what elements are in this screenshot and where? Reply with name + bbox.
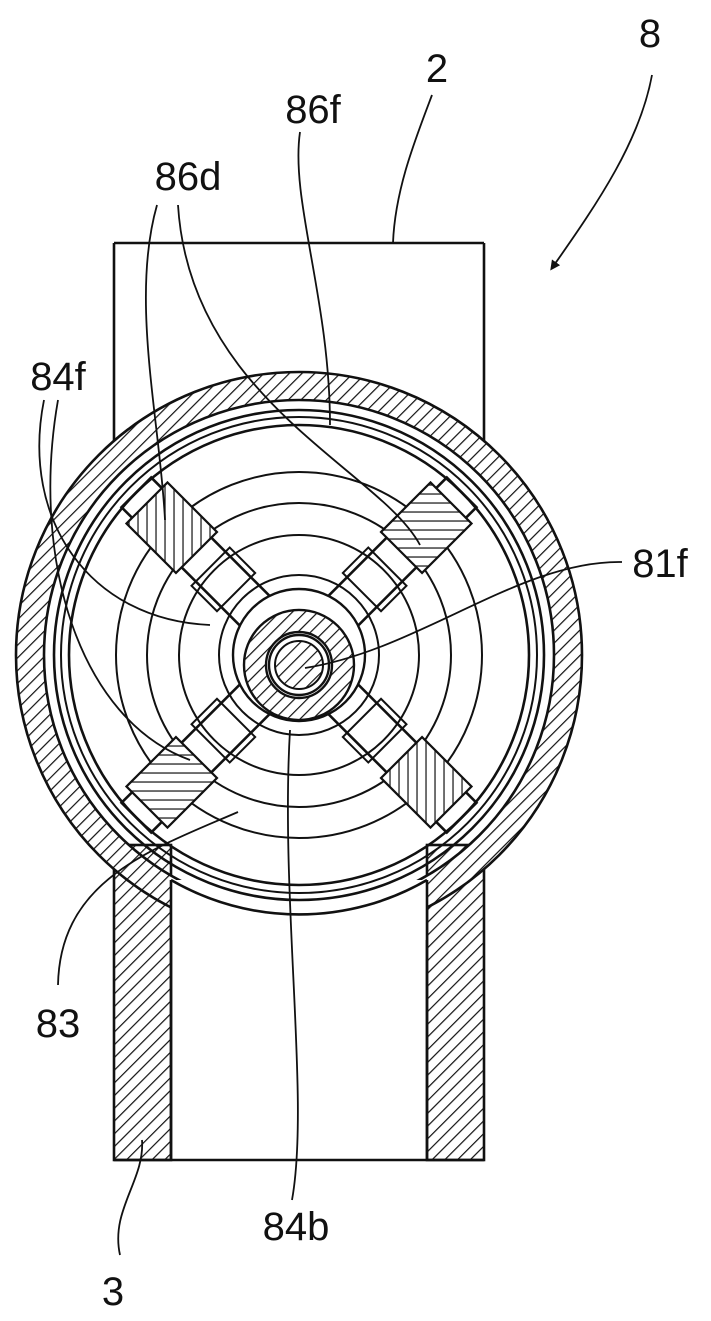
label-upper-pipe: 2 bbox=[426, 47, 448, 91]
rotor-rings bbox=[52, 408, 546, 902]
label-86f: 86f bbox=[285, 88, 341, 132]
housing-ring bbox=[14, 370, 584, 1160]
hub bbox=[231, 587, 367, 723]
upper-pipe bbox=[112, 241, 486, 468]
label-86d: 86d bbox=[155, 155, 222, 199]
label-81f: 81f bbox=[632, 542, 688, 586]
label-device: 8 bbox=[639, 12, 661, 56]
label-lower-pipe: 3 bbox=[102, 1270, 124, 1314]
label-84f: 84f bbox=[30, 355, 86, 399]
label-84b: 84b bbox=[263, 1205, 330, 1249]
leader-lines bbox=[38, 74, 653, 1256]
label-83: 83 bbox=[36, 1002, 81, 1046]
